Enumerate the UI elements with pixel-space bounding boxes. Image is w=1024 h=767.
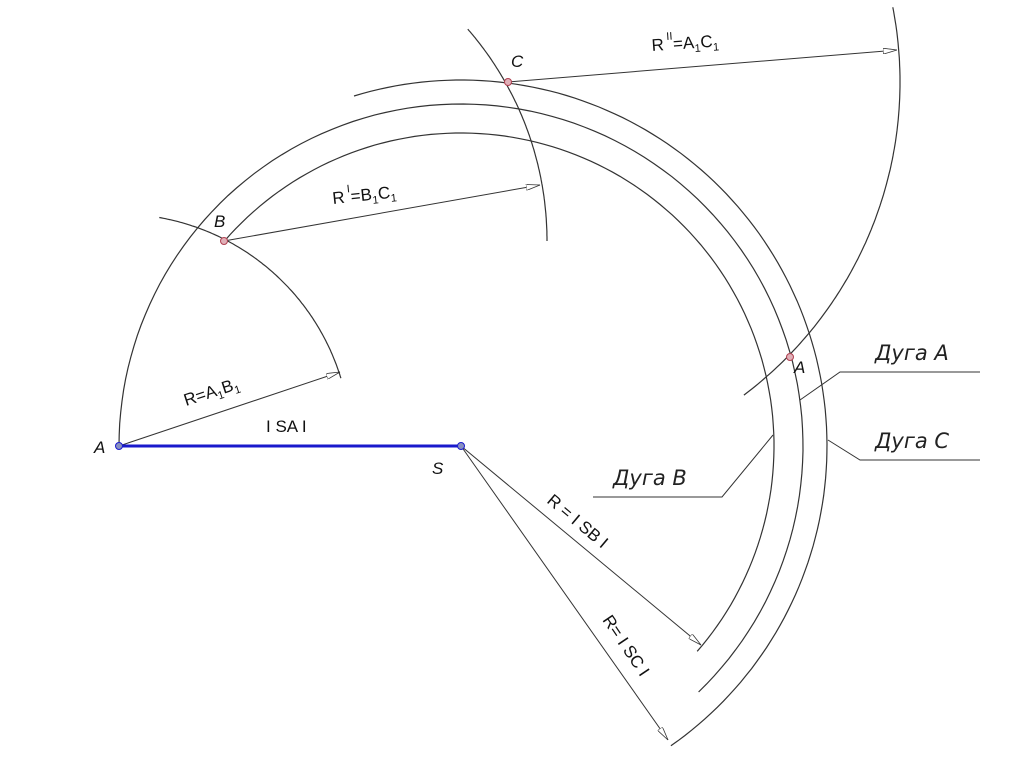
radius-arrow-sb — [460, 445, 702, 646]
label-r-a1b1: R=A1B1 — [181, 374, 242, 413]
label-a: A — [93, 438, 105, 457]
label-arc-a: Дуга А — [874, 341, 949, 365]
point-a — [115, 442, 123, 450]
radius-arrow-sc — [460, 445, 669, 740]
label-c: C — [511, 52, 524, 71]
label-r-sc: R= I SC I — [599, 612, 654, 680]
label-r-b1c1: RI=B1C1 — [331, 178, 398, 211]
label-b: B — [214, 212, 225, 231]
label-arc-c: Дуга С — [874, 429, 949, 453]
label-sa: I SA I — [266, 417, 307, 436]
arc-c — [353, 79, 828, 747]
point-s — [457, 442, 465, 450]
leader-arc-a — [799, 371, 980, 401]
label-r-a1c1: RII=A1C1 — [651, 27, 720, 58]
radius-arrow-b1c1 — [223, 185, 540, 242]
arc-a — [118, 103, 804, 693]
point-b — [220, 237, 228, 245]
leader-arc-c — [827, 439, 980, 461]
radius-arrow-a1b1 — [118, 371, 340, 447]
arc-radius-a1b1 — [159, 216, 342, 379]
point-a-right — [786, 353, 794, 361]
arc-radius-b1c1 — [467, 28, 548, 241]
point-c — [504, 78, 512, 86]
arc-radius-a1c1 — [743, 7, 901, 396]
radius-arrow-a1c1 — [507, 50, 897, 83]
leader-arc-b — [593, 434, 774, 498]
label-arc-b: Дуга В — [612, 466, 687, 490]
label-a-right: A — [793, 358, 805, 377]
label-s: S — [432, 459, 444, 478]
arc-b — [224, 132, 775, 652]
